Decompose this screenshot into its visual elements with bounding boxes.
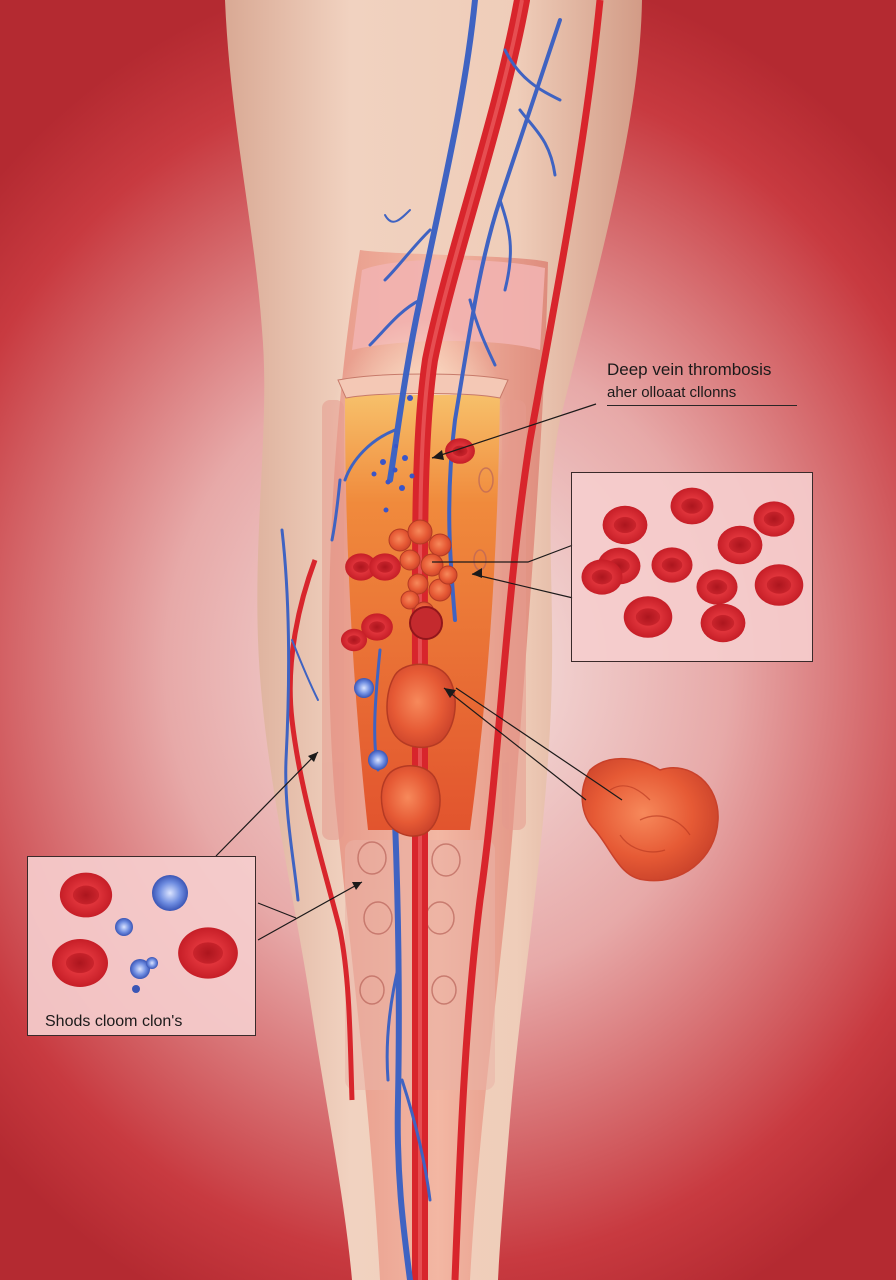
tissue-cells — [357, 467, 494, 1005]
outer-artery-left — [287, 559, 355, 1101]
inset-red-blood-cells — [571, 472, 813, 662]
vein-white-blood-cells — [354, 678, 388, 770]
inset-cells-caption: Shods cloom clon's — [45, 1013, 183, 1030]
diagram-subtitle: aher olloaat cllonns — [607, 383, 797, 406]
clot-large — [386, 663, 456, 749]
callout-lines — [215, 403, 623, 941]
veins — [280, 0, 562, 1280]
callout-arrowheads — [308, 450, 482, 890]
diagram-title: Deep vein thrombosis — [607, 360, 772, 379]
inset-rbc-illustration — [581, 487, 804, 643]
clot-mulberry — [409, 606, 443, 640]
platelet-particles — [371, 395, 415, 513]
embolus-enlarged — [581, 757, 719, 882]
inset-cells-illustration — [52, 872, 238, 993]
clot-lower — [380, 765, 441, 837]
embolus-texture — [609, 785, 691, 853]
inset-blood-cells: Shods cloom clon's — [27, 856, 256, 1036]
outer-artery-right — [451, 0, 604, 1280]
